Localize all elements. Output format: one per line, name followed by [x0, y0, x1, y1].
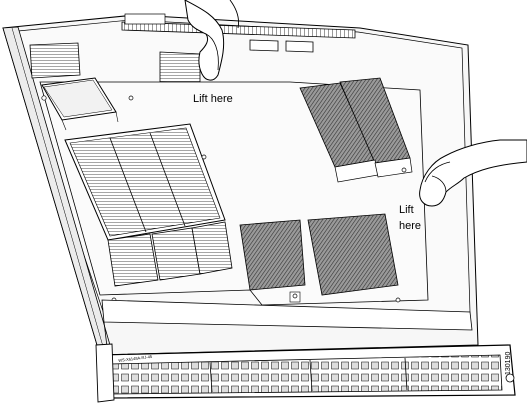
front-panel [99, 344, 516, 399]
small-heatsink-left [29, 42, 81, 79]
lift-label-right-line2: here [399, 220, 422, 232]
top-chips [159, 39, 314, 85]
lift-label-right-line1: Lift [399, 204, 414, 216]
lift-here-label-top: Lift here [193, 93, 233, 105]
heatsink-pair-top [299, 77, 413, 183]
hand-top [184, 0, 239, 81]
hand-right [419, 139, 527, 207]
backplane-connector [121, 13, 356, 39]
left-ejector [95, 343, 115, 403]
figure-number: 130190 [505, 351, 512, 375]
large-heatsink [64, 123, 233, 287]
screws [41, 95, 407, 303]
square-chip [41, 77, 119, 131]
